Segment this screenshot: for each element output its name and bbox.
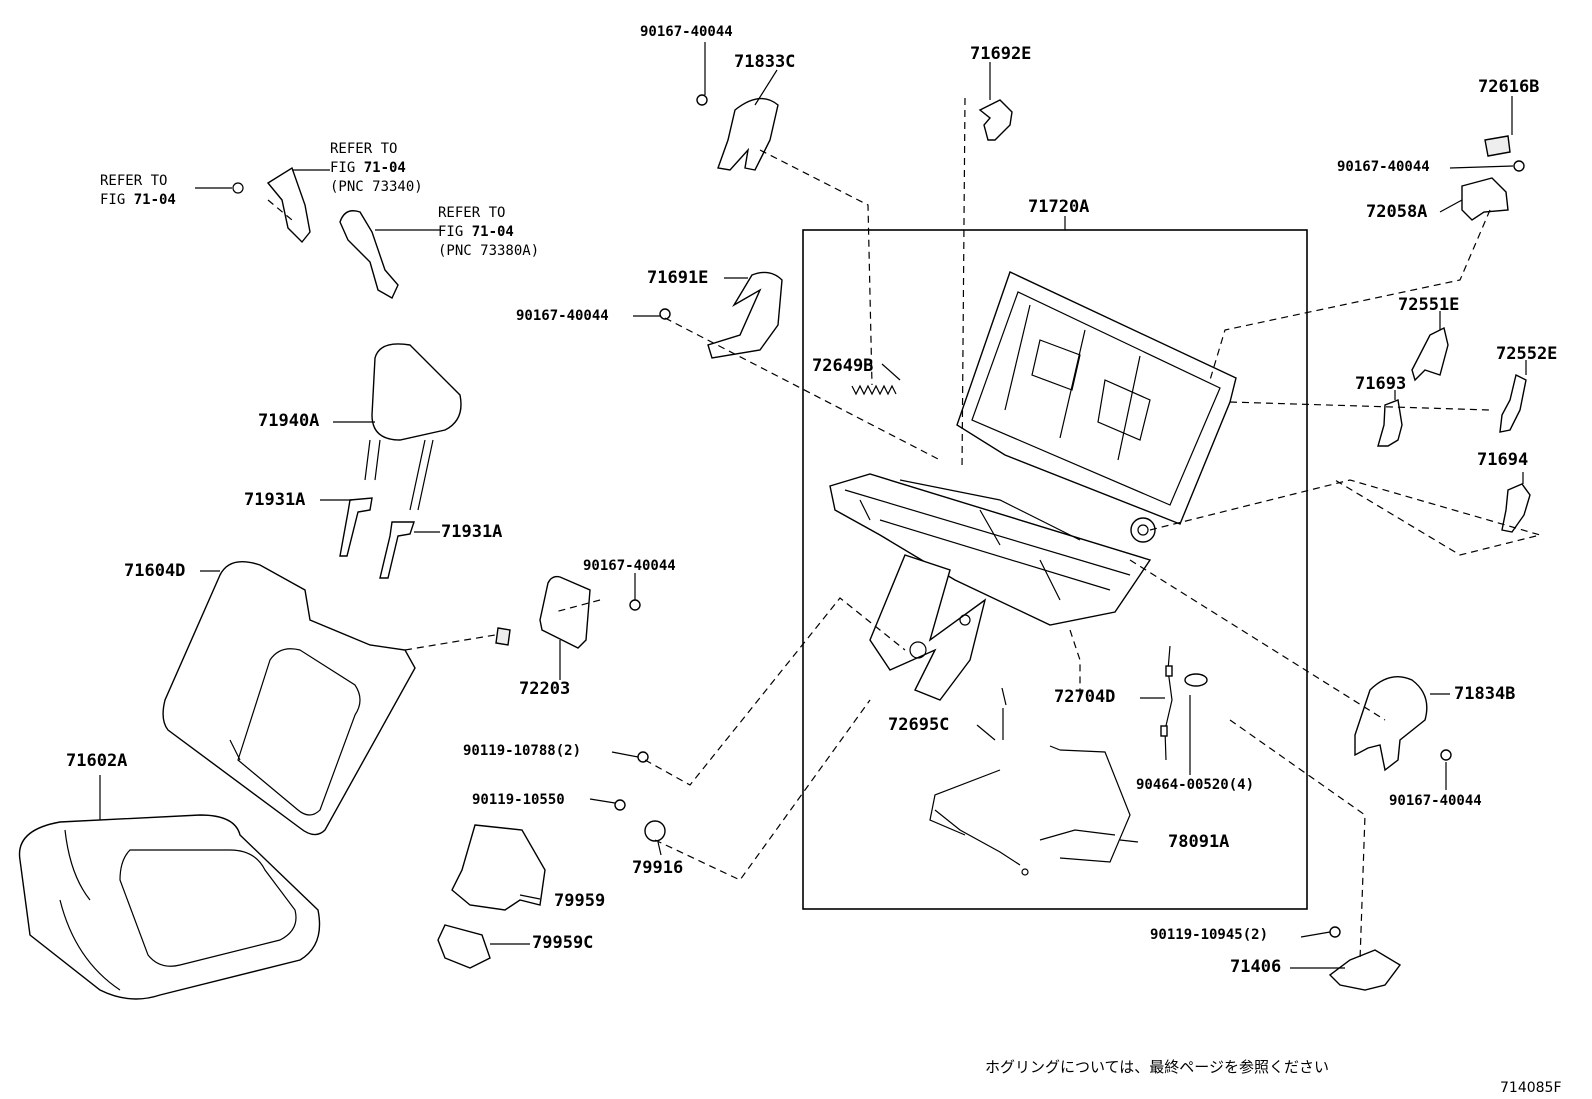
part-label-71692E: 71692E bbox=[970, 44, 1032, 64]
bracket-72058A bbox=[1461, 177, 1509, 221]
release-cable bbox=[929, 687, 1131, 876]
part-label-71931A: 71931A bbox=[244, 490, 306, 510]
headrest bbox=[364, 343, 462, 511]
part-label-71602A: 71602A bbox=[66, 751, 128, 771]
trim-71691E bbox=[707, 271, 783, 359]
part-label-71931A: 71931A bbox=[441, 522, 503, 542]
hinge-79959 bbox=[451, 824, 546, 911]
hinge-79959C bbox=[437, 924, 491, 969]
cover-71694 bbox=[1501, 483, 1531, 533]
headrest-guides bbox=[339, 497, 415, 579]
refer-note-pnc: (PNC 73340) bbox=[330, 179, 423, 195]
refer-note-fig: FIG bbox=[330, 160, 364, 176]
part-label-90167-40044: 90167-40044 bbox=[583, 558, 676, 574]
part-label-90167-40044: 90167-40044 bbox=[1389, 793, 1482, 809]
hog-ring-note: ホグリングについては、最終ページを参照ください bbox=[985, 1058, 1329, 1076]
part-label-72551E: 72551E bbox=[1398, 295, 1460, 315]
cover-72552E bbox=[1499, 373, 1527, 433]
refer-note-fig-number: 71-04 bbox=[471, 224, 514, 240]
bracket-71406 bbox=[1328, 949, 1402, 991]
part-label-72058A: 72058A bbox=[1366, 202, 1428, 222]
part-label-72203: 72203 bbox=[519, 679, 571, 699]
part-label-72552E: 72552E bbox=[1496, 344, 1558, 364]
dashed-lines bbox=[267, 97, 1543, 961]
part-label-79916: 79916 bbox=[632, 858, 684, 878]
part-label-71833C: 71833C bbox=[734, 52, 796, 72]
part-label-90119-10550: 90119-10550 bbox=[472, 792, 565, 808]
refer-note-line: REFER TO bbox=[438, 205, 506, 221]
part-label-71834B: 71834B bbox=[1454, 684, 1516, 704]
frame-group-box bbox=[802, 229, 1308, 910]
part-label-90167-40044: 90167-40044 bbox=[1337, 159, 1430, 175]
cable-72704D bbox=[1160, 645, 1208, 761]
part-label-79959C: 79959C bbox=[532, 933, 594, 953]
part-label-90167-40044: 90167-40044 bbox=[516, 308, 609, 324]
small-pad bbox=[495, 627, 511, 646]
part-label-71940A: 71940A bbox=[258, 411, 320, 431]
part-label-72704D: 72704D bbox=[1054, 687, 1116, 707]
refer-note-3: REFER TO FIG 71-04 (PNC 73380A) bbox=[438, 204, 539, 261]
part-label-71693: 71693 bbox=[1355, 374, 1407, 394]
part-label-90464-00520: 90464-00520(4) bbox=[1136, 777, 1255, 793]
seat-cushion-frame bbox=[829, 473, 1152, 701]
seatback-pad bbox=[162, 561, 416, 836]
cover-71693 bbox=[1377, 399, 1403, 447]
cover-72616B bbox=[1484, 135, 1511, 157]
leader-lines bbox=[99, 42, 1527, 969]
part-label-90119-10788: 90119-10788(2) bbox=[463, 743, 582, 759]
spring-72649B bbox=[851, 384, 897, 396]
seatbelt-buckles bbox=[232, 166, 399, 299]
seat-cushion-pad bbox=[18, 814, 321, 1000]
cover-71833C bbox=[717, 97, 779, 171]
refer-note-fig-number: 71-04 bbox=[133, 192, 176, 208]
seat-back-frame bbox=[956, 271, 1237, 543]
cover-71834B bbox=[1354, 676, 1428, 772]
part-label-90119-10945: 90119-10945(2) bbox=[1150, 927, 1269, 943]
part-label-71406: 71406 bbox=[1230, 957, 1282, 977]
refer-note-line: REFER TO bbox=[100, 173, 168, 189]
part-label-71720A: 71720A bbox=[1028, 197, 1090, 217]
figure-number: 714085F bbox=[1500, 1080, 1562, 1096]
part-label-72649B: 72649B bbox=[812, 356, 874, 376]
refer-note-1: REFER TO FIG 71-04 bbox=[100, 172, 176, 210]
refer-note-fig: FIG bbox=[100, 192, 134, 208]
cover-72551E bbox=[1411, 326, 1449, 382]
switch-72203 bbox=[539, 575, 591, 649]
refer-note-2: REFER TO FIG 71-04 (PNC 73340) bbox=[330, 140, 423, 197]
refer-note-fig: FIG bbox=[438, 224, 472, 240]
refer-note-line: REFER TO bbox=[330, 141, 398, 157]
part-label-71694: 71694 bbox=[1477, 450, 1529, 470]
part-label-72695C: 72695C bbox=[888, 715, 950, 735]
part-label-90167-40044: 90167-40044 bbox=[640, 24, 733, 40]
grommet-79916 bbox=[644, 820, 666, 842]
part-label-72616B: 72616B bbox=[1478, 77, 1540, 97]
refer-note-pnc: (PNC 73380A) bbox=[438, 243, 540, 259]
part-label-78091A: 78091A bbox=[1168, 832, 1230, 852]
part-label-79959: 79959 bbox=[554, 891, 606, 911]
part-label-71691E: 71691E bbox=[647, 268, 709, 288]
part-label-71604D: 71604D bbox=[124, 561, 186, 581]
refer-note-fig-number: 71-04 bbox=[363, 160, 406, 176]
cover-71692E bbox=[978, 99, 1013, 141]
